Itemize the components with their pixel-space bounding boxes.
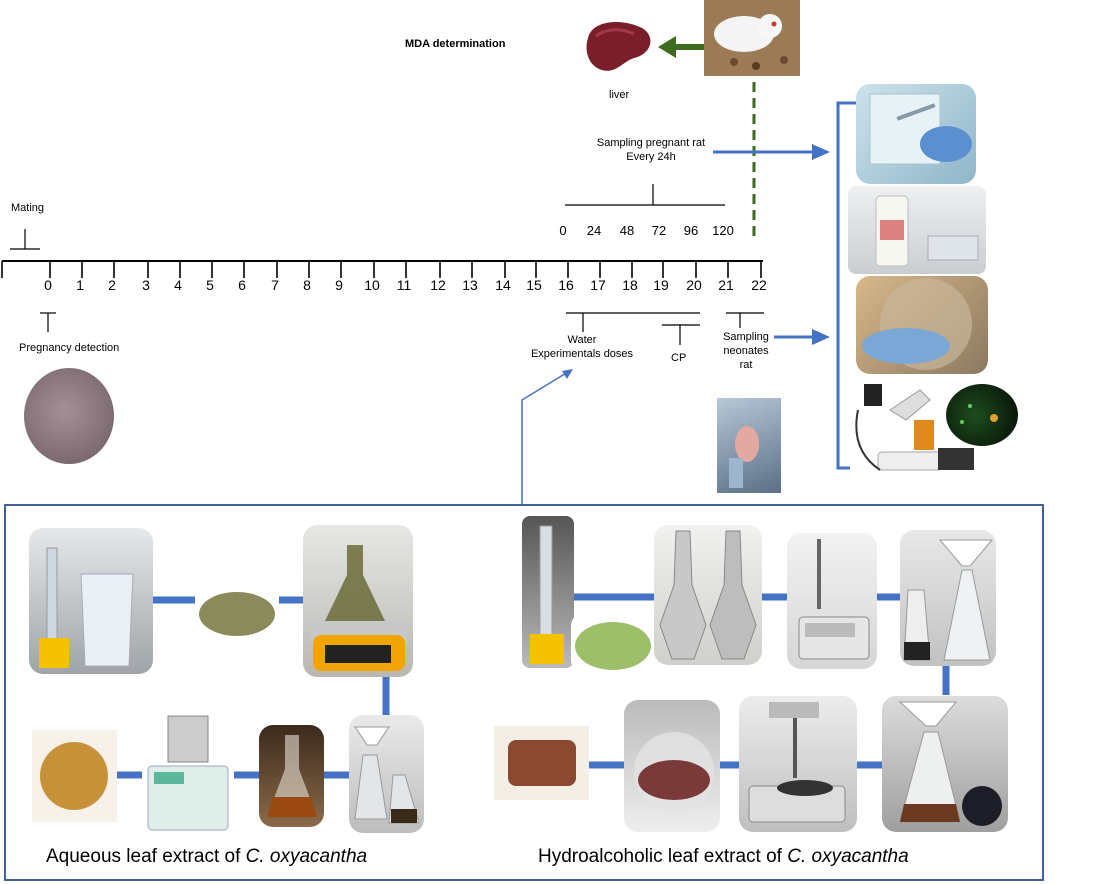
hydro-caption-prefix: Hydroalcoholic leaf extract of	[538, 846, 788, 867]
hydro-photo-rotavap	[739, 696, 857, 832]
sampling-pregnant-line1: Sampling pregnant rat	[596, 137, 706, 149]
sampling-neonates-line3: rat	[739, 359, 753, 371]
day-label: 17	[590, 277, 606, 293]
water-label-line2: Experimentals doses	[530, 348, 634, 360]
hour-label: 24	[586, 223, 602, 238]
day-label: 5	[206, 277, 214, 293]
day-label: 16	[558, 277, 574, 293]
hydro-photo-flask-red	[624, 700, 720, 832]
hour-label: 0	[559, 223, 567, 238]
day-label: 7	[271, 277, 279, 293]
analysis-bracket	[836, 101, 856, 470]
rat-photo	[704, 0, 800, 76]
box-to-water-arrow	[521, 371, 569, 505]
day-label: 15	[526, 277, 542, 293]
fluorescence-image	[946, 384, 1018, 446]
aqueous-photo-beaker	[29, 528, 153, 674]
sampling-neonates-line1: Sampling	[723, 331, 769, 343]
cp-label: CP	[671, 352, 687, 364]
sampling-neonates-label: Sampling neonates rat	[718, 330, 774, 372]
hour-label: 120	[712, 223, 734, 238]
sampling-pregnant-line2: Every 24h	[626, 151, 676, 163]
day-label: 10	[364, 277, 380, 293]
hydro-photo-powder	[571, 612, 655, 674]
aqueous-photo-freeze-dryer	[142, 712, 234, 832]
aqueous-photo-flask	[259, 725, 324, 827]
hydro-photo-dried-extract	[494, 726, 589, 800]
day-label: 21	[718, 277, 734, 293]
water-label-line1: Water	[567, 334, 597, 346]
smear-image	[24, 368, 114, 464]
day-label: 12	[430, 277, 446, 293]
sampling-pregnant-label: Sampling pregnant rat Every 24h	[590, 136, 712, 164]
hydro-caption-species: C. oxyacantha	[787, 846, 909, 867]
hydro-photo-cylinder	[522, 516, 574, 668]
box-to-water-arrow-head	[562, 369, 573, 379]
day-label: 19	[653, 277, 669, 293]
hydro-photo-flasks-dark	[882, 696, 1008, 832]
day-label: 13	[462, 277, 478, 293]
sampling-neonates-line2: neonates	[723, 345, 769, 357]
extraction-box	[4, 504, 1044, 881]
aqueous-photo-powder	[195, 580, 279, 643]
hydro-photo-shaker	[787, 533, 877, 669]
aqueous-photo-filtration	[349, 715, 424, 833]
aqueous-photo-dried-extract	[32, 730, 117, 822]
blue-arrow-neonates-head	[812, 329, 830, 345]
day-label: 0	[44, 277, 52, 293]
day-label: 8	[303, 277, 311, 293]
aqueous-caption: Aqueous leaf extract of C. oxyacantha	[46, 846, 367, 868]
day-label: 20	[686, 277, 702, 293]
hydro-photo-filtration	[900, 530, 996, 666]
hour-label: 72	[651, 223, 667, 238]
day-label: 3	[142, 277, 150, 293]
day-axis-ticks	[1, 261, 762, 278]
pregnancy-label: Pregnancy detection	[19, 342, 120, 354]
day-label: 22	[751, 277, 767, 293]
aqueous-caption-prefix: Aqueous leaf extract of	[46, 846, 246, 867]
mating-label: Mating	[11, 202, 45, 214]
day-label: 14	[495, 277, 511, 293]
day-label: 18	[622, 277, 638, 293]
aqueous-photo-hotplate	[303, 525, 413, 677]
water-label: Water Experimentals doses	[526, 333, 638, 361]
neonate-photo	[717, 398, 781, 493]
day-label: 6	[238, 277, 246, 293]
blue-arrow-pregnant-head	[812, 144, 830, 160]
analysis-photo-incubator	[856, 276, 988, 374]
liver-label: liver	[609, 89, 630, 101]
analysis-photo-blood	[856, 84, 976, 184]
day-label: 4	[174, 277, 182, 293]
day-label: 11	[396, 277, 412, 293]
analysis-photo-bottle	[848, 186, 986, 274]
day-label: 1	[76, 277, 84, 293]
mda-label: MDA determination	[405, 38, 506, 50]
hydro-caption: Hydroalcoholic leaf extract of C. oxyaca…	[538, 846, 909, 868]
hour-label: 96	[683, 223, 699, 238]
liver-image	[586, 22, 651, 71]
aqueous-caption-species: C. oxyacantha	[245, 846, 368, 867]
hour-label: 48	[619, 223, 635, 238]
hydro-photo-foil-flasks	[654, 525, 762, 665]
green-arrow-head	[658, 36, 676, 58]
day-label: 9	[335, 277, 343, 293]
day-label: 2	[108, 277, 116, 293]
